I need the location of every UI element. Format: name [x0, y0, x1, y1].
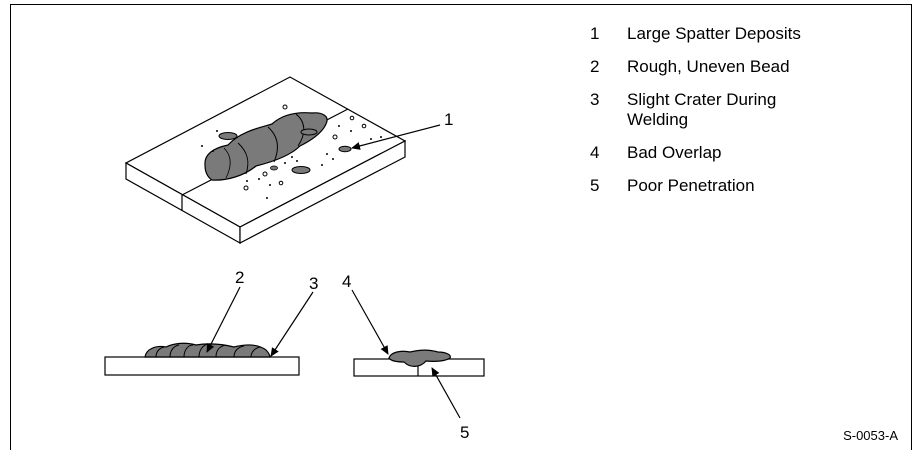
callout-5-label: 5: [460, 423, 469, 442]
callout-1-arrow: [351, 124, 441, 150]
figure-id: S-0053-A: [843, 428, 898, 443]
legend-label: Poor Penetration: [627, 176, 755, 195]
legend-item: 3 Slight Crater During Welding: [590, 90, 890, 130]
legend-number: 4: [590, 143, 600, 162]
callout-3-arrow: [270, 291, 314, 357]
side-view-overlap: [353, 349, 485, 377]
figure-frame: [10, 4, 912, 450]
callout-2-arrow: [206, 286, 241, 353]
callout-4-arrow: [351, 289, 389, 355]
legend-label: Rough, Uneven Bead: [627, 57, 790, 76]
legend-item: 5 Poor Penetration: [590, 176, 890, 196]
legend-number: 5: [590, 176, 600, 195]
legend-item: 1 Large Spatter Deposits: [590, 24, 890, 44]
defect-legend: 1 Large Spatter Deposits 2 Rough, Uneven…: [590, 24, 890, 209]
legend-number: 2: [590, 57, 600, 76]
callout-5-arrow: [431, 367, 461, 419]
legend-label: Bad Overlap: [627, 143, 722, 162]
legend-item: 2 Rough, Uneven Bead: [590, 57, 890, 77]
weld-bead: [204, 112, 328, 181]
legend-number: 3: [590, 90, 600, 109]
legend-label: Large Spatter Deposits: [627, 24, 801, 43]
legend-number: 1: [590, 24, 600, 43]
spatter-deposits: [201, 104, 382, 199]
side-view-rough-bead: [104, 342, 300, 376]
callout-3-label: 3: [309, 274, 318, 293]
callout-1-label: 1: [444, 110, 453, 129]
legend-label: Slight Crater During Welding: [627, 90, 777, 129]
callout-4-label: 4: [342, 272, 351, 291]
legend-item: 4 Bad Overlap: [590, 143, 890, 163]
callout-2-label: 2: [235, 268, 244, 287]
